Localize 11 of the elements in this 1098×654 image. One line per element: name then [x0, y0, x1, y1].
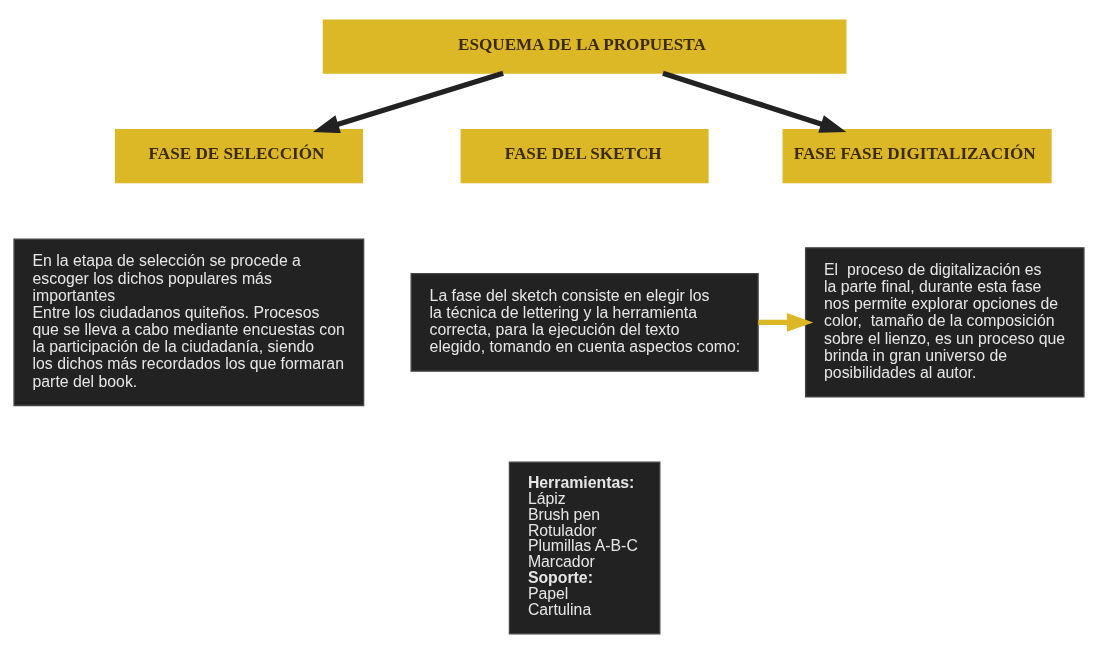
arrow [758, 313, 814, 332]
arrow [312, 70, 504, 134]
node-box: FASE DE SELECCIÓN [114, 129, 363, 184]
node-box: FASE DEL SKETCH [460, 129, 709, 184]
node-box: ESQUEMA DE LA PROPUESTA [322, 19, 847, 74]
node-box: FASE FASE DIGITALIZACIÓN [782, 129, 1052, 184]
node-box: El proceso de digitalización es la parte final, durante esta fase nos permite explorar opciones de color, tamaño de la composición sobre el lienzo, es un proceso que brinda in gran universo de posibilidades al autor. [804, 247, 1085, 398]
node-box: Herramientas: Lápiz Brush pen Rotulador Plumillas A-B-C Marcador Soporte: Papel Cartulina [508, 461, 661, 635]
arrow [662, 70, 847, 133]
node-box: La fase del sketch consiste en elegir los la técnica de lettering y la herramienta correcta, para la ejecución del texto elegido, tomando en cuenta aspectos como: [410, 272, 759, 372]
node-box: En la etapa de selección se procede a escoger los dichos populares más importantes Entre los ciudadanos quiteños. Procesos que se lleva a cabo mediante encuestas con la participación de la ciudadanía, siendo los dichos más recordados los que formaran parte del book. [13, 238, 365, 407]
